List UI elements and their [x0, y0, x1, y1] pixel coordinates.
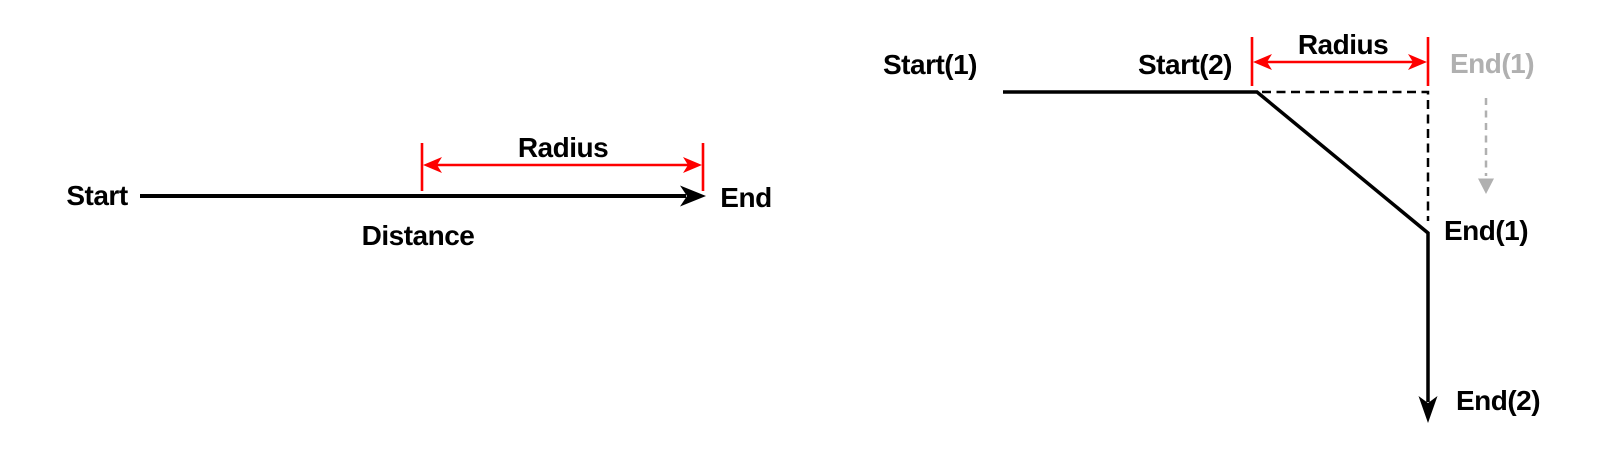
radius2-arrowhead-right-icon	[1408, 54, 1427, 70]
right-corner-diagram	[1003, 37, 1494, 423]
right-start1-label: Start(1)	[882, 49, 978, 80]
right-end1-label: End(1)	[1443, 215, 1529, 246]
construction-dashed-corner	[1262, 90, 1430, 221]
left-distance-label: Distance	[361, 220, 475, 251]
left-radius-label: Radius	[517, 132, 609, 163]
radius2-arrowhead-left-icon	[1253, 54, 1272, 70]
left-start-label: Start	[66, 180, 128, 211]
left-end-label: End	[720, 182, 772, 213]
distance-arrowhead-icon	[680, 185, 706, 207]
radius-arrowhead-right-icon	[683, 157, 702, 173]
ghost-direction-arrowhead-icon	[1478, 178, 1494, 194]
right-end2-label: End(2)	[1455, 385, 1541, 416]
left-distance-diagram	[140, 143, 706, 207]
corner-path-arrowhead-icon	[1418, 396, 1438, 423]
right-radius-label: Radius	[1297, 29, 1389, 60]
right-start2-label: Start(2)	[1137, 49, 1233, 80]
radius-arrowhead-left-icon	[423, 157, 442, 173]
right-end1-ghost-label: End(1)	[1449, 48, 1535, 79]
corner-path-line	[1003, 90, 1430, 402]
